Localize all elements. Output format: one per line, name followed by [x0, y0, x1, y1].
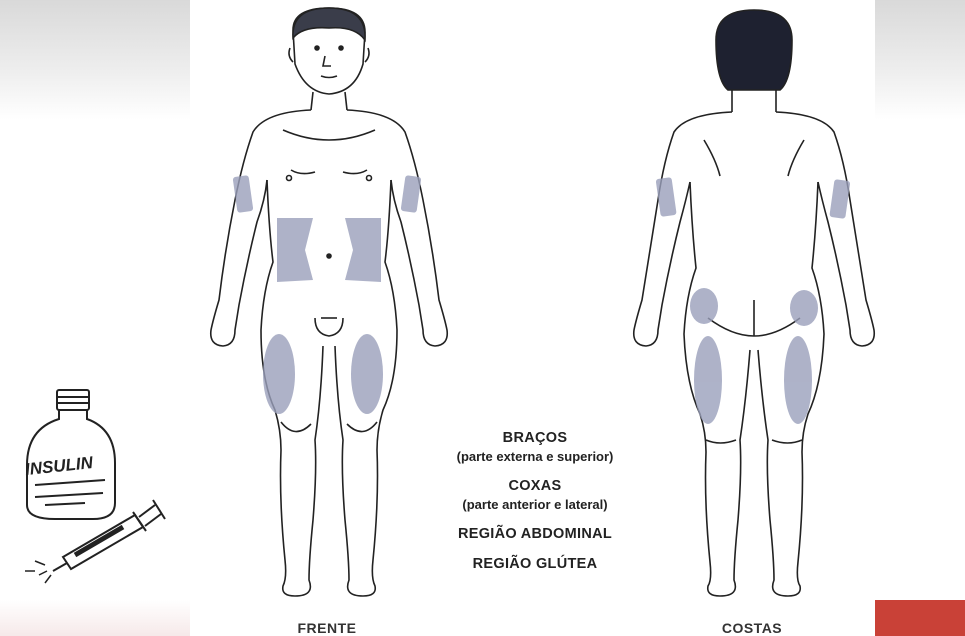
decorative-panel-top-left	[0, 0, 190, 120]
back-label: COSTAS	[692, 620, 812, 636]
legend-thighs-title: COXAS	[425, 478, 645, 494]
front-left-thigh-site	[351, 334, 383, 414]
back-right-gluteal-site	[690, 288, 718, 324]
back-right-thigh-site	[694, 336, 722, 424]
decorative-panel-bottom-left	[0, 600, 190, 636]
front-left-arm-site	[401, 175, 422, 213]
front-label: FRENTE	[267, 620, 387, 636]
back-left-arm-site	[829, 179, 850, 219]
back-hair-icon	[716, 10, 792, 90]
legend-arms-title: BRAÇOS	[425, 430, 645, 446]
legend-arms-subtitle: (parte externa e superior)	[425, 449, 645, 464]
insulin-bottle-syringe-illustration: INSULIN	[15, 385, 175, 585]
injection-sites-legend: BRAÇOS (parte externa e superior) COXAS …	[425, 430, 645, 586]
back-left-gluteal-site	[790, 290, 818, 326]
front-abdomen-right-site	[277, 218, 313, 282]
body-back-figure	[620, 0, 890, 636]
spray-lines-icon	[25, 561, 51, 583]
legend-abdominal: REGIÃO ABDOMINAL	[425, 526, 645, 542]
legend-gluteal: REGIÃO GLÚTEA	[425, 556, 645, 572]
legend-thighs-subtitle: (parte anterior e lateral)	[425, 497, 645, 512]
front-right-thigh-site	[263, 334, 295, 414]
back-left-thigh-site	[784, 336, 812, 424]
front-right-arm-site	[233, 175, 254, 213]
back-right-arm-site	[656, 177, 677, 217]
front-abdomen-left-site	[345, 218, 381, 282]
